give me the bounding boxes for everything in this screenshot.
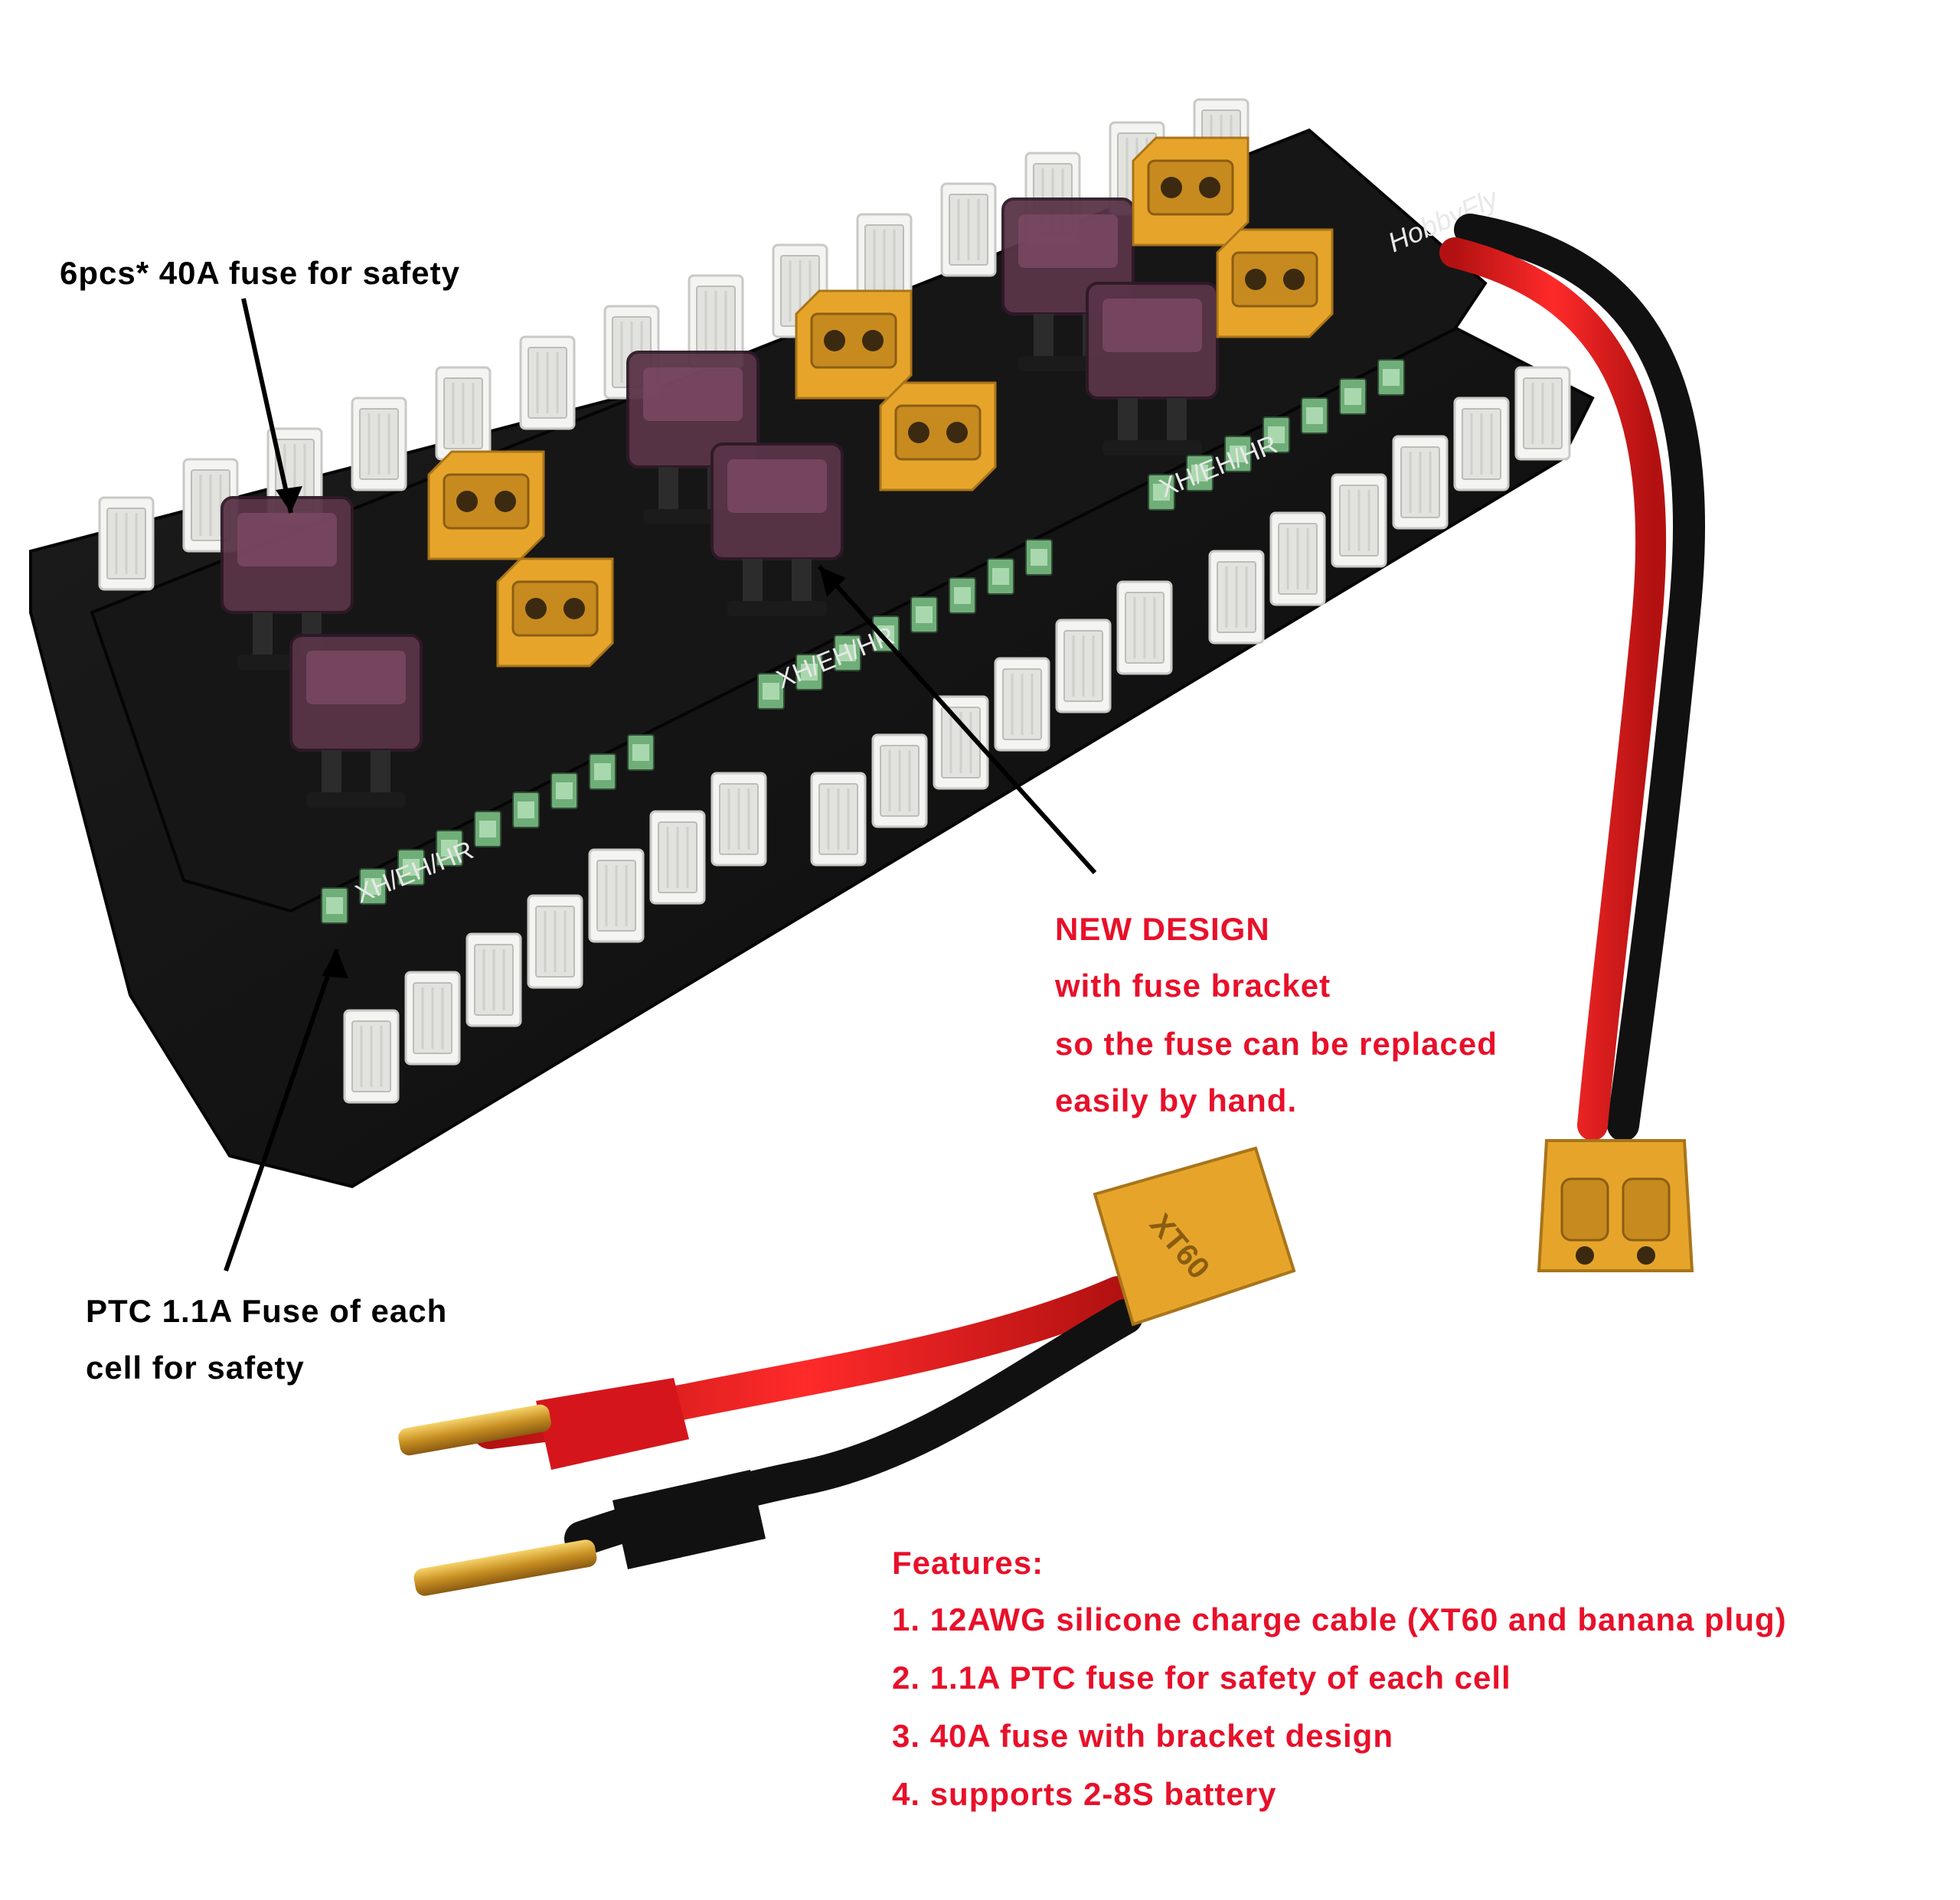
callout-new-design-line2: with fuse bracket xyxy=(1055,968,1331,1004)
callout-fuse-40a: 6pcs* 40A fuse for safety xyxy=(60,255,460,291)
feature-item-2: 2. 1.1A PTC fuse for safety of each cell xyxy=(892,1660,1511,1696)
charge-lead xyxy=(1439,214,1705,1272)
feature-item-1: 1. 12AWG silicone charge cable (XT60 and… xyxy=(892,1601,1787,1637)
feature-item-3: 3. 40A fuse with bracket design xyxy=(892,1718,1393,1754)
callout-new-design: NEW DESIGN xyxy=(1055,911,1270,947)
pointer-line-new-design xyxy=(817,564,1097,875)
callout-ptc-line2: cell for safety xyxy=(86,1350,305,1386)
features-title: Features: xyxy=(892,1545,1044,1581)
callout-ptc-line1: PTC 1.1A Fuse of each xyxy=(86,1293,448,1329)
callout-new-design-line3: so the fuse can be replaced xyxy=(1055,1026,1498,1062)
feature-item-4: 4. supports 2-8S battery xyxy=(892,1776,1277,1812)
pointer-line-fuse xyxy=(241,298,293,514)
pointer-line-ptc xyxy=(224,948,339,1272)
callout-new-design-line4: easily by hand. xyxy=(1055,1082,1298,1118)
xt60-banana-cable: XT60 xyxy=(398,1146,1296,1596)
